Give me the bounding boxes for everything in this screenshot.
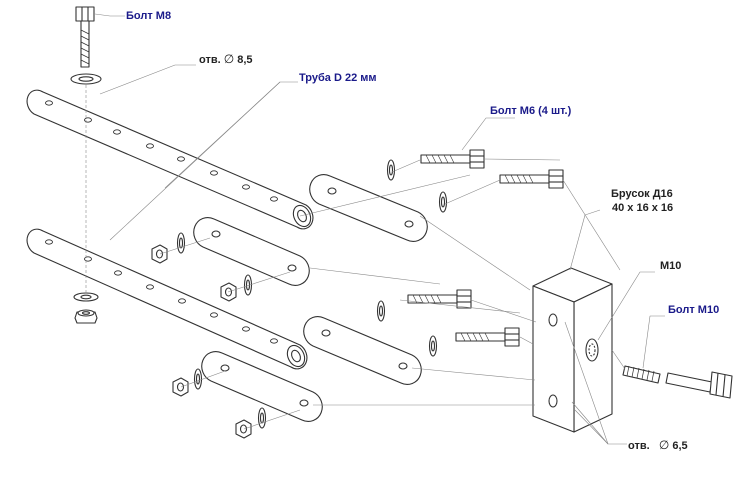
label-hole-6-5-value: 6,5: [672, 440, 688, 452]
washer-m8-top: [70, 73, 102, 85]
label-bolt-m6: Болт М6 (4 шт.): [490, 105, 572, 117]
bolt-m6-1: [420, 149, 485, 169]
label-pipe: Труба D 22 мм: [299, 72, 377, 84]
nut-m6-4: [235, 419, 252, 439]
pipe-upper-holes: [45, 100, 278, 202]
spring-washers: [176, 159, 448, 429]
nut-m6-1: [151, 244, 168, 264]
plate-4: [201, 351, 323, 422]
pipe-lower-holes: [45, 239, 278, 344]
label-block-line2: 40 х 16 х 16: [612, 202, 674, 214]
nut-m6-3: [172, 377, 189, 397]
plate-1: [309, 174, 428, 242]
diameter-symbol-1: ∅: [223, 52, 235, 66]
label-hole-6-5-prefix: отв.: [628, 440, 650, 452]
label-hole-8-5-value: 8,5: [237, 54, 253, 66]
bolt-m10: [622, 365, 733, 399]
label-hole-8-5-prefix: отв.: [199, 54, 221, 66]
bolt-m8: [75, 6, 95, 68]
label-thread-m10: М10: [660, 260, 682, 272]
label-bolt-m8: Болт М8: [126, 10, 172, 22]
diameter-symbol-2: ∅: [658, 438, 670, 452]
washer-m8-bottom: [73, 292, 99, 302]
leader-lines: [85, 13, 665, 445]
pipe-lower: [26, 228, 308, 370]
label-bolt-m10: Болт М10: [668, 304, 720, 316]
label-hole-6-5: отв. ∅ 6,5: [628, 439, 688, 452]
bolt-m6-2: [499, 169, 564, 189]
label-block-line1: Брусок Д16: [611, 188, 673, 200]
plate-2: [193, 217, 310, 286]
bolt-m6-4: [455, 327, 520, 347]
block-d16: [532, 267, 613, 433]
nut-m8: [74, 309, 98, 324]
label-hole-8-5: отв. ∅ 8,5: [199, 53, 253, 66]
pipe-upper: [26, 89, 314, 230]
bolt-m6-3: [407, 289, 472, 309]
plate-3: [303, 316, 422, 385]
